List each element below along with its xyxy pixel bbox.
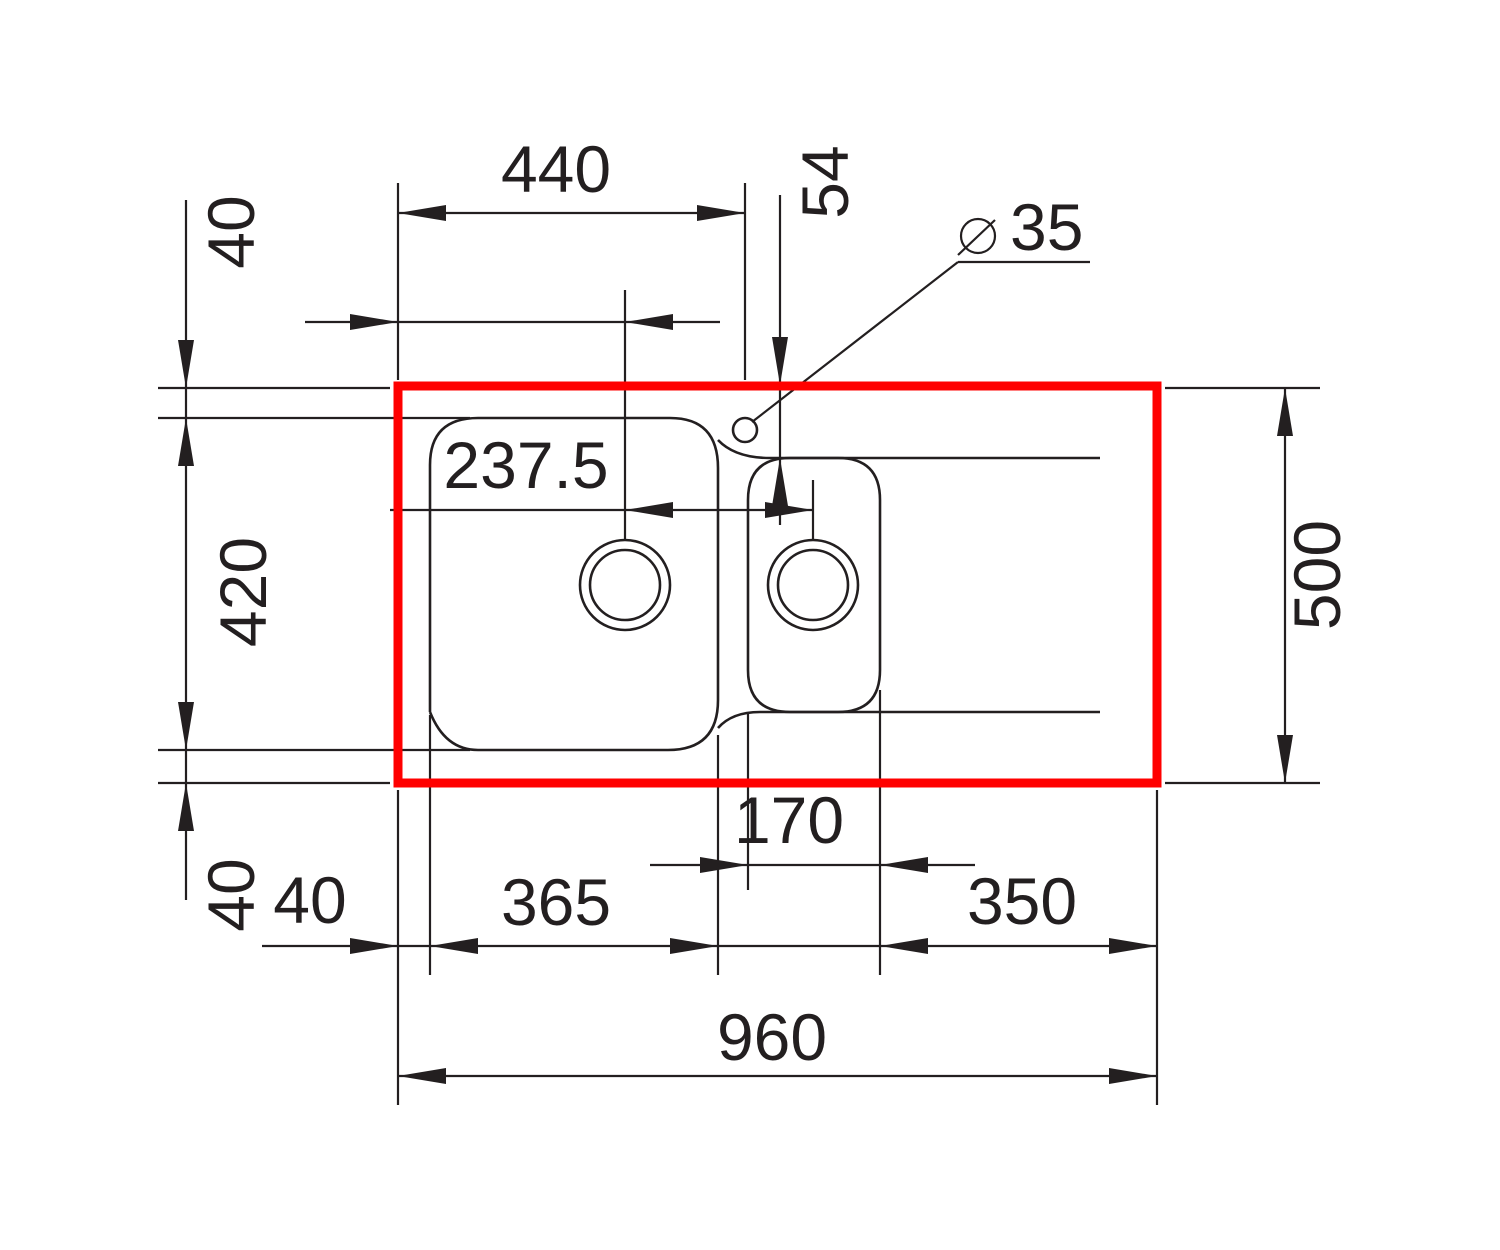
dim-350: 350	[967, 864, 1077, 938]
dim-440: 440	[501, 132, 611, 206]
main-waste-outer	[578, 538, 672, 632]
dim-40-top: 40	[194, 195, 268, 268]
dim-54: 54	[788, 145, 862, 218]
sink-body	[428, 416, 1100, 752]
sink-outline	[393, 381, 1162, 788]
main-bowl	[428, 416, 720, 752]
arrowheads	[178, 205, 1293, 1084]
dim-237-5: 237.5	[443, 428, 608, 502]
dimension-labels: 440 54 35 40 420 40 237.5 500 170 40 365…	[194, 132, 1354, 1074]
dim-960: 960	[717, 1000, 827, 1074]
dim-40-left: 40	[273, 863, 346, 937]
small-waste-inner	[776, 548, 850, 622]
dim-35: 35	[1010, 190, 1083, 264]
main-waste-inner	[588, 548, 662, 622]
bowl-saddle	[717, 439, 1100, 460]
tap-hole	[731, 416, 759, 444]
dim-500: 500	[1280, 520, 1354, 630]
small-bowl	[746, 456, 882, 714]
dim-40-bottom: 40	[194, 858, 268, 931]
bowl-saddle-bottom	[717, 710, 1100, 729]
small-waste-outer	[766, 538, 860, 632]
dim-420: 420	[206, 537, 280, 647]
dim-170: 170	[734, 783, 844, 857]
dim-365: 365	[501, 865, 611, 939]
